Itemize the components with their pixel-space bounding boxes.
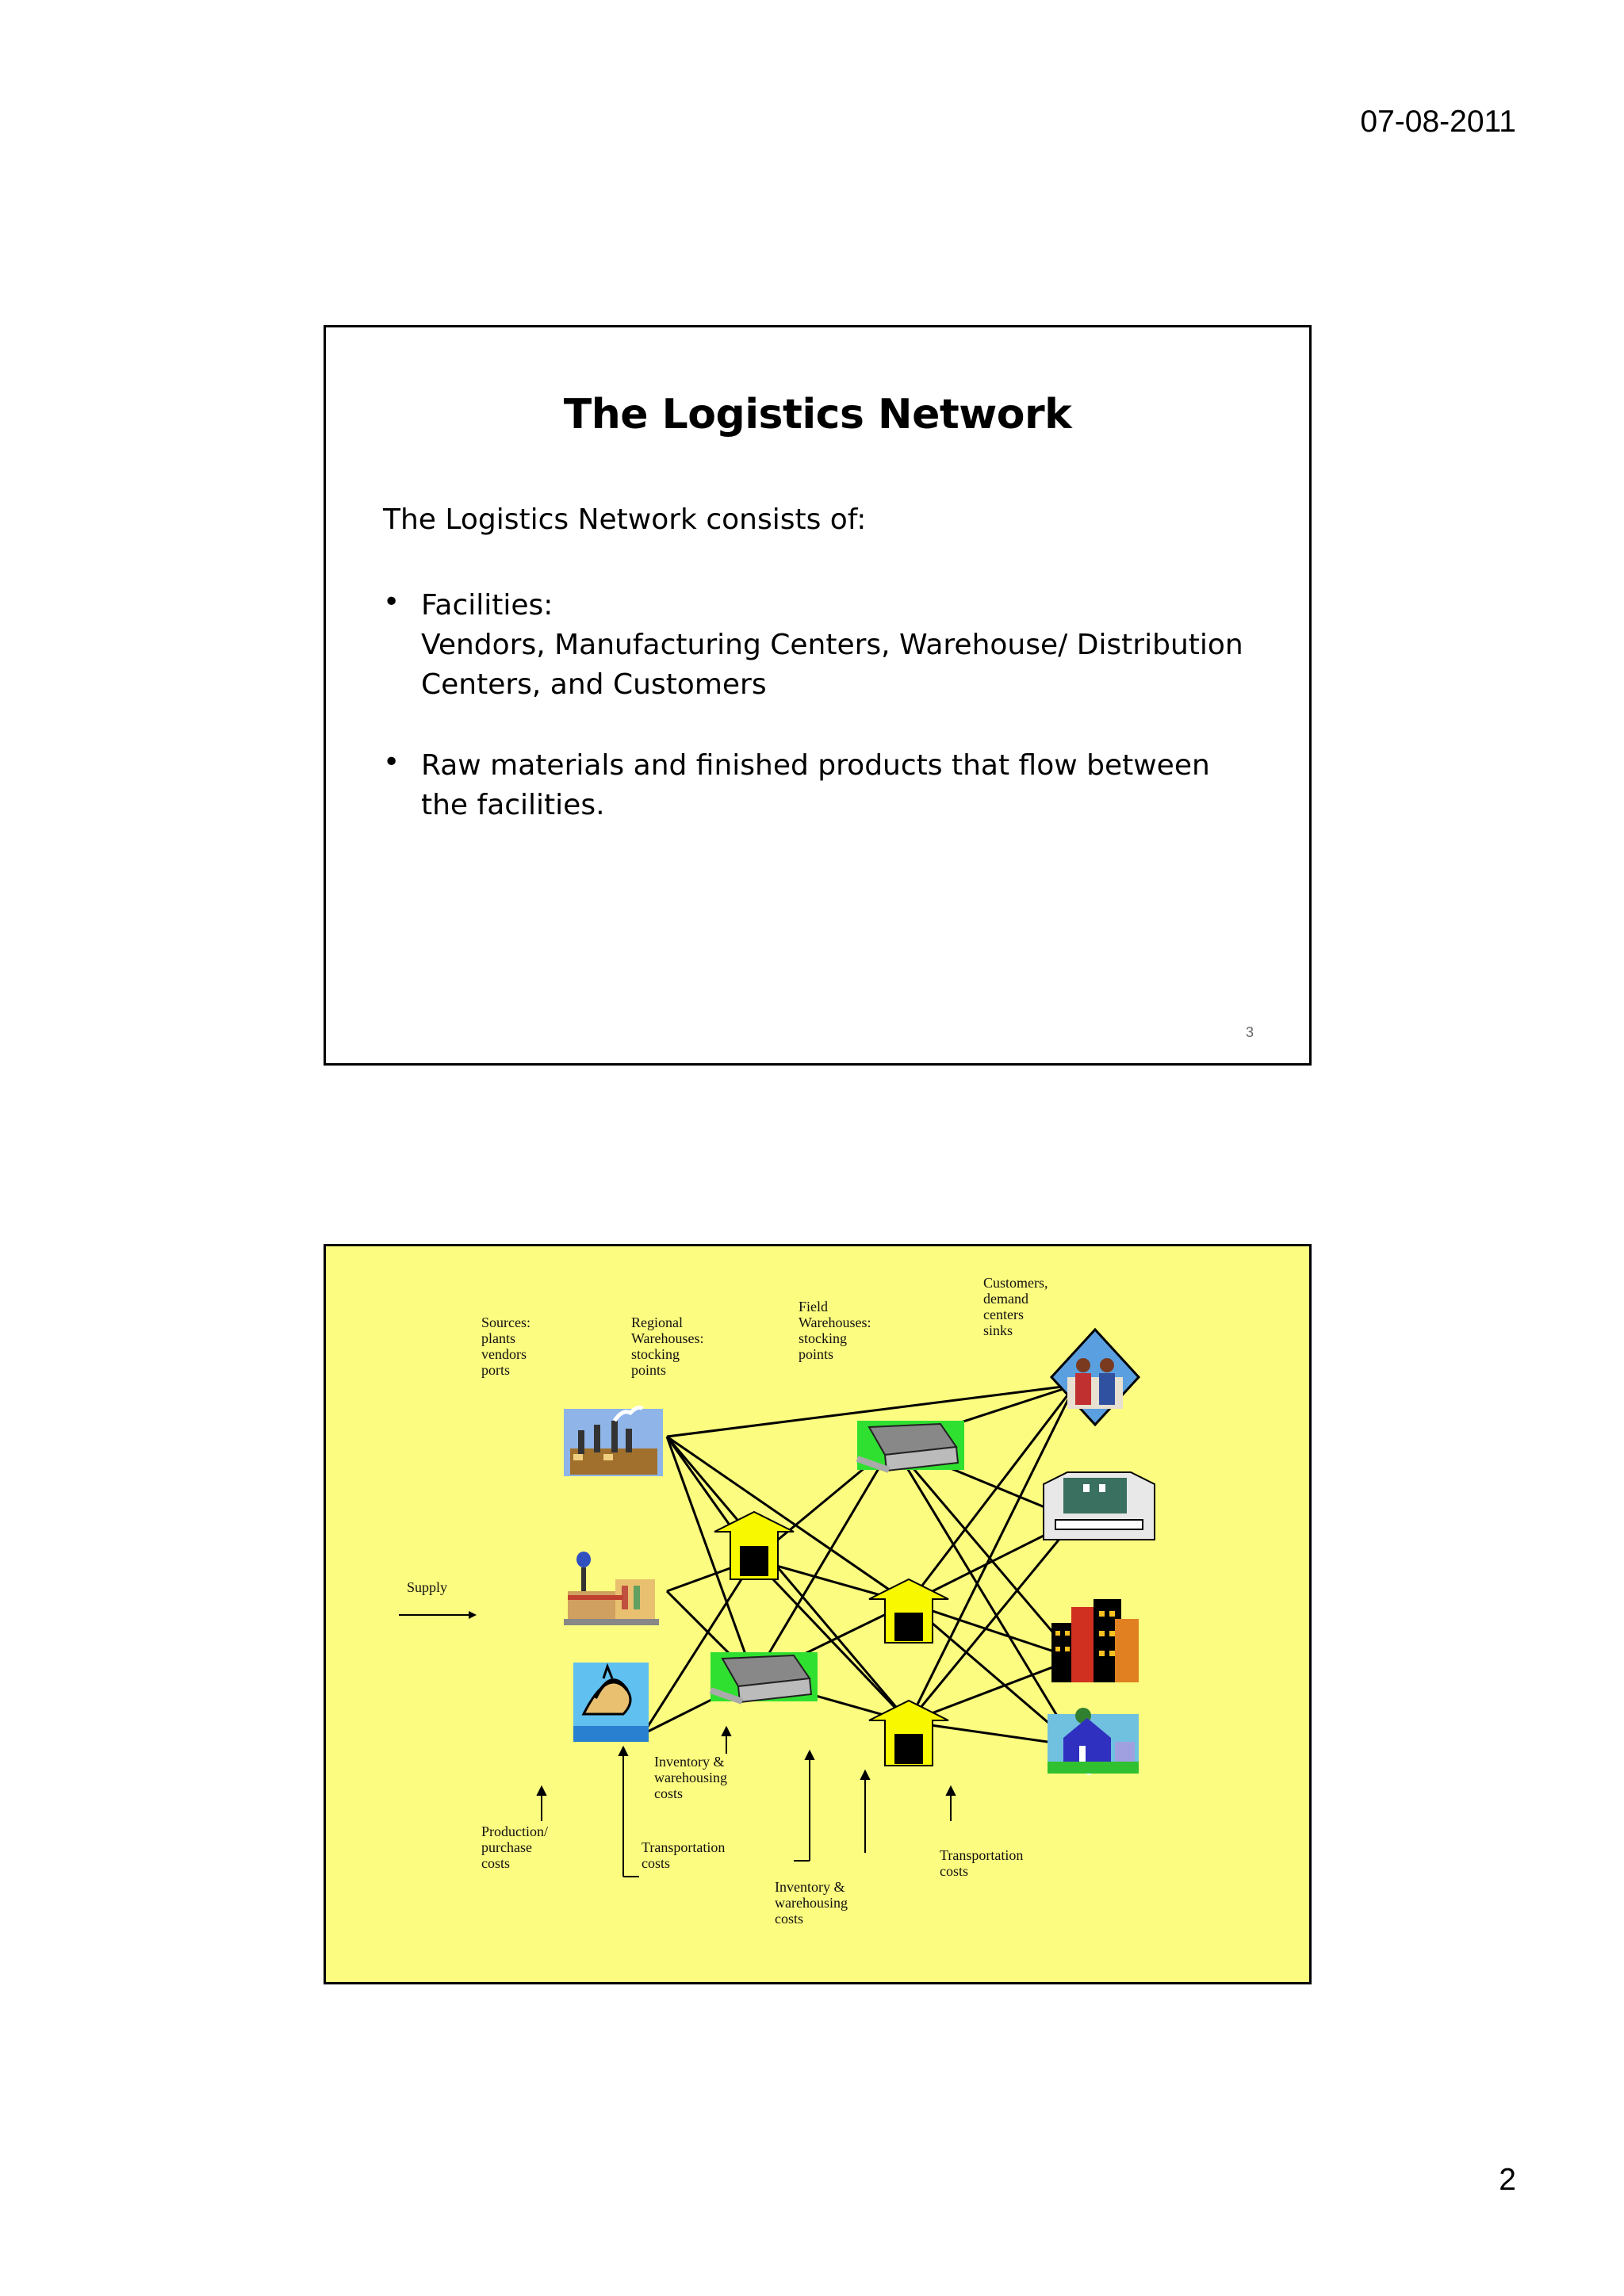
water-tower-plant-icon: [564, 1552, 659, 1625]
warehouse-arrow-icon: [868, 1578, 949, 1644]
warehouse-arrow-icon: [868, 1699, 949, 1766]
transportation-costs-label: Transportation costs: [642, 1839, 726, 1871]
slide-logistics-network-diagram: Sources: plants vendors ports Regional W…: [324, 1244, 1312, 1984]
sources-label: Sources: plants vendors ports: [481, 1314, 530, 1378]
field-warehouses-label: Field Warehouses: stocking points: [799, 1299, 871, 1362]
city-buildings-icon: [1051, 1599, 1139, 1682]
ship-port-icon: [573, 1663, 649, 1742]
cost-arrows: [536, 1725, 956, 1877]
network-links: [642, 1383, 1077, 1747]
house-icon: [1048, 1708, 1139, 1776]
slide-title: The Logistics Network: [563, 391, 1072, 438]
supply-label: Supply: [407, 1579, 448, 1595]
transportation-costs-label: Transportation costs: [940, 1847, 1024, 1879]
warehouse-arrow-icon: [714, 1510, 795, 1580]
bullet-text: Facilities: Vendors, Manufacturing Cente…: [421, 589, 1243, 701]
warehouse-building-icon: [709, 1652, 818, 1705]
warehouse-building-icon: [856, 1421, 964, 1473]
page-number: 2: [1499, 2163, 1516, 2197]
production-costs-label: Production/ purchase costs: [481, 1823, 548, 1871]
supply-arrow: [399, 1611, 477, 1619]
customers-label: Customers, demand centers sinks: [983, 1275, 1048, 1338]
inventory-costs-label: Inventory & warehousing costs: [654, 1754, 727, 1801]
bullet-dot-icon: •: [383, 586, 400, 618]
inventory-costs-label: Inventory & warehousing costs: [775, 1879, 848, 1927]
family-icon: [1049, 1327, 1141, 1427]
store-building-icon: [1043, 1471, 1155, 1540]
slide-number: 3: [1245, 1024, 1254, 1040]
slide-intro: The Logistics Network consists of:: [383, 503, 867, 536]
factory-icon: [564, 1405, 663, 1476]
bullet-text: Raw materials and finished products that…: [421, 749, 1210, 821]
regional-warehouses-label: Regional Warehouses: stocking points: [631, 1314, 704, 1378]
header-date: 07-08-2011: [1360, 105, 1516, 139]
bullet-dot-icon: •: [383, 746, 400, 779]
network-diagram: [399, 1327, 1155, 1877]
slide-logistics-network-text: The Logistics Network The Logistics Netw…: [324, 325, 1312, 1066]
